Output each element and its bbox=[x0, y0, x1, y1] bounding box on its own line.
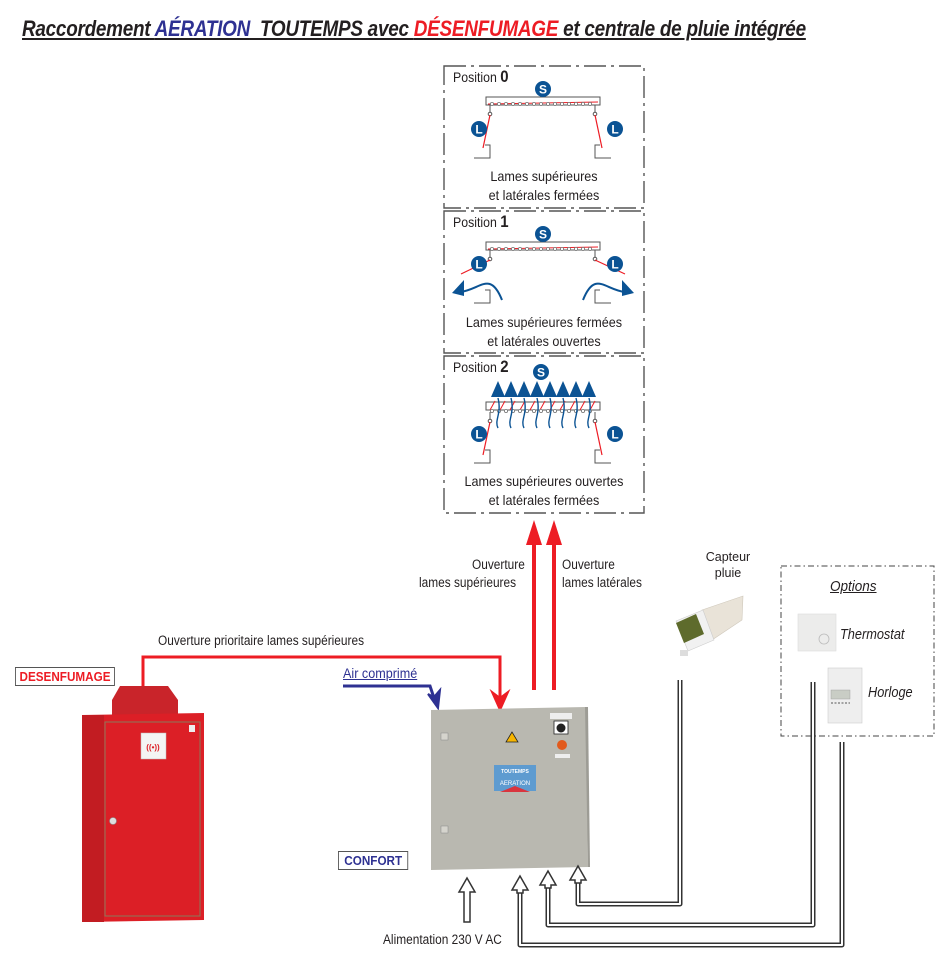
options-box bbox=[780, 565, 935, 737]
l-marker-icon bbox=[471, 256, 487, 272]
input-arrowheads bbox=[510, 864, 588, 894]
position-2-label: Position 2 bbox=[453, 357, 509, 376]
options-title: Options bbox=[830, 578, 877, 595]
l-marker-icon bbox=[607, 121, 623, 137]
compressed-air-label: Air comprimé bbox=[343, 665, 418, 681]
rain-sensor-label: Capteur pluie bbox=[703, 549, 753, 581]
upper-blades-arrow bbox=[526, 520, 542, 690]
s-marker-icon bbox=[533, 364, 549, 380]
power-supply-arrow bbox=[457, 876, 477, 923]
rain-sensor bbox=[675, 595, 744, 656]
position-box-1 bbox=[443, 210, 645, 354]
sensor-cable bbox=[575, 680, 683, 907]
position-box-0 bbox=[443, 65, 645, 209]
l-marker-icon bbox=[607, 426, 623, 442]
s-marker-icon bbox=[535, 226, 551, 242]
roof-diagram-2 bbox=[471, 364, 623, 464]
position-0-label: Position 0 bbox=[453, 67, 509, 86]
caption-line: et latérales fermées bbox=[488, 492, 600, 508]
l-marker-icon bbox=[607, 256, 623, 272]
roof-diagram-1 bbox=[452, 226, 634, 304]
roof-diagram-0 bbox=[471, 81, 623, 159]
title-text: Raccordement bbox=[22, 16, 155, 41]
thermostat-device bbox=[797, 613, 837, 652]
title-desenfumage: DÉSENFUMAGE bbox=[413, 16, 559, 41]
compressed-air-arrow bbox=[343, 684, 442, 711]
panel-product: AERATION bbox=[500, 781, 530, 787]
lateral-blades-label-1: Ouverture bbox=[562, 557, 615, 572]
thermostat-cable bbox=[545, 682, 816, 928]
l-marker-icon bbox=[471, 426, 487, 442]
control-panel: TOUTEMPS AERATION bbox=[431, 707, 590, 870]
s-marker-icon bbox=[535, 81, 551, 97]
upper-blades-label-1: Ouverture bbox=[472, 557, 525, 572]
panel-brand: TOUTEMPS bbox=[501, 769, 529, 775]
smoke-extraction-badge: DESENFUMAGE bbox=[15, 667, 116, 686]
power-supply-label: Alimentation 230 V AC bbox=[383, 932, 502, 947]
caption-line: et latérales ouvertes bbox=[487, 333, 601, 349]
airflow-arrow-icon bbox=[459, 282, 503, 301]
title-aeration: AÉRATION bbox=[154, 16, 251, 41]
warning-icon bbox=[505, 731, 519, 743]
l-marker-icon bbox=[471, 121, 487, 137]
sensor-label-line: Capteur bbox=[705, 550, 751, 564]
position-0-caption: Lames supérieures et latérales fermées bbox=[454, 167, 634, 205]
caption-line: Lames supérieures fermées bbox=[465, 314, 623, 330]
position-1-label: Position 1 bbox=[453, 212, 509, 231]
priority-opening-label: Ouverture prioritaire lames supérieures bbox=[158, 633, 365, 648]
clock-device bbox=[827, 667, 863, 724]
title-text: TOUTEMPS avec bbox=[249, 16, 414, 41]
lateral-blades-label-2: lames latérales bbox=[562, 575, 642, 590]
position-2-caption: Lames supérieures ouvertes et latérales … bbox=[454, 472, 634, 510]
page-title: Raccordement AÉRATION TOUTEMPS avec DÉSE… bbox=[22, 16, 806, 42]
lock-icon bbox=[109, 817, 117, 825]
svg-text:((•)): ((•)) bbox=[146, 743, 160, 752]
upper-blades-label-2: lames supérieures bbox=[419, 575, 517, 590]
lateral-blades-arrow bbox=[546, 520, 562, 690]
title-text: et centrale de pluie intégrée bbox=[558, 16, 806, 41]
airflow-arrow-icon bbox=[582, 282, 626, 301]
airflow-arrows-icon bbox=[491, 381, 596, 397]
selector-switch-icon bbox=[556, 723, 566, 733]
smoke-extraction-cabinet: ((•)) bbox=[82, 686, 204, 922]
caption-line: Lames supérieures ouvertes bbox=[464, 473, 624, 489]
clock-cable bbox=[517, 742, 845, 948]
indicator-light-icon bbox=[557, 740, 567, 750]
comfort-badge: CONFORT bbox=[338, 851, 409, 870]
option-thermostat: Thermostat bbox=[840, 626, 905, 643]
position-box-2 bbox=[443, 355, 645, 514]
caption-line: Lames supérieures bbox=[490, 168, 598, 184]
option-clock: Horloge bbox=[868, 684, 913, 701]
priority-opening-line bbox=[141, 655, 511, 713]
caption-line: et latérales fermées bbox=[488, 187, 600, 203]
position-1-caption: Lames supérieures fermées et latérales o… bbox=[454, 313, 634, 351]
sensor-label-line: pluie bbox=[714, 566, 742, 580]
